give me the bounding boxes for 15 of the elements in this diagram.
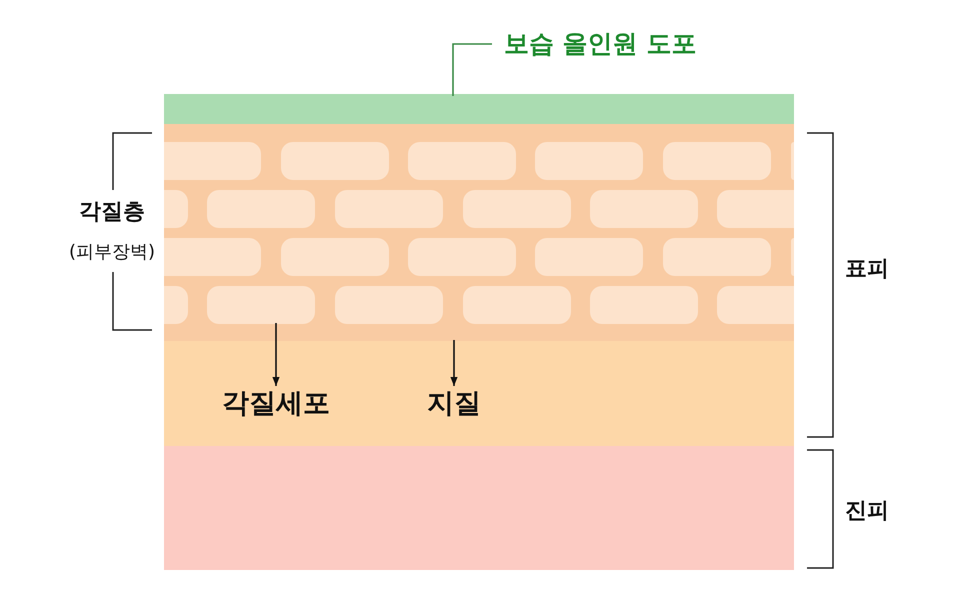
part-label: 각질세포 [222,386,330,422]
part-label: 지질 [427,386,481,422]
bracket-label: 표피 [845,256,889,284]
bracket-label: 각질층 [79,198,145,227]
brick-layer [164,124,794,341]
bracket-sublabel: (피부장벽) [68,240,156,264]
leader-line [452,43,492,96]
bracket-label: 진피 [845,498,889,526]
dermis-layer [164,446,794,570]
arrow [450,340,458,386]
epidermis-layer [164,124,794,446]
callout-label: 보습 올인원 도포 [492,28,696,60]
cell-brick [207,286,315,324]
coating-layer [164,94,794,124]
arrow [272,323,280,386]
